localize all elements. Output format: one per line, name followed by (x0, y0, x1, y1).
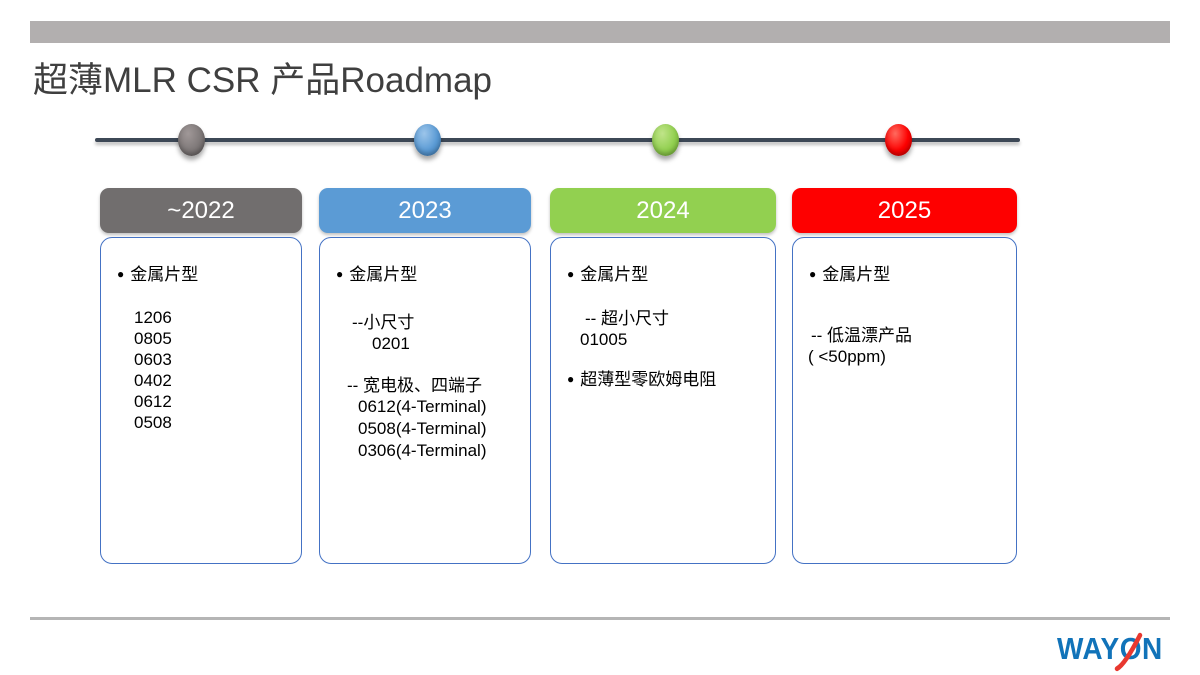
timeline-dot-2023 (414, 124, 441, 156)
timeline-dot-2025 (885, 124, 912, 156)
year-header-2023: 2023 (319, 188, 531, 233)
column-2022: ~2022 ● 金属片型 1206 0805 0603 0402 0612 05… (100, 188, 302, 564)
year-header-2022: ~2022 (100, 188, 302, 233)
content-box-2022: ● 金属片型 1206 0805 0603 0402 0612 0508 (100, 237, 302, 564)
footer-divider (30, 617, 1170, 620)
logo-text-n: N (1142, 632, 1163, 666)
subgroup-title: -- 宽电极、四端子 (347, 376, 483, 395)
year-header-2024: 2024 (550, 188, 776, 233)
bullet-label: 金属片型 (822, 265, 891, 284)
bullet-icon: ● (567, 267, 575, 281)
subgroup-title: -- 超小尺寸 (585, 309, 670, 328)
bullet-item: ● 金属片型 (567, 264, 767, 285)
page-title: 超薄MLR CSR 产品Roadmap (33, 61, 492, 100)
subgroup-small-size: --小尺寸 0201 (352, 312, 522, 354)
bullet-item: ● 超薄型零欧姆电阻 (567, 369, 767, 390)
column-2024: 2024 ● 金属片型 -- 超小尺寸 01005 ● 超薄型零欧姆电阻 (550, 188, 776, 564)
bullet-label: 金属片型 (580, 265, 649, 284)
content-box-2024: ● 金属片型 -- 超小尺寸 01005 ● 超薄型零欧姆电阻 (550, 237, 776, 564)
column-2025: 2025 ● 金属片型 -- 低温漂产品 ( <50ppm) (792, 188, 1017, 564)
logo-letter-o: O (1114, 632, 1142, 672)
timeline-dot-2024 (652, 124, 679, 156)
subgroup-title: --小尺寸 (352, 313, 415, 332)
top-accent-bar (30, 21, 1170, 43)
size-item: 0612 (134, 392, 172, 411)
size-list: 1206 0805 0603 0402 0612 0508 (134, 307, 293, 433)
size-item: 0402 (134, 371, 172, 390)
timeline-dot-2022 (178, 124, 205, 156)
bullet-icon: ● (336, 267, 344, 281)
content-box-2023: ● 金属片型 --小尺寸 0201 -- 宽电极、四端子 0612(4-Term… (319, 237, 531, 564)
subgroup-item: 01005 (580, 330, 628, 349)
subgroup-low-tcr: -- 低温漂产品 ( <50ppm) (808, 325, 1008, 367)
subgroup-item: 0306(4-Terminal) (358, 441, 487, 460)
bullet-icon: ● (567, 372, 575, 386)
size-item: 0508 (134, 413, 172, 432)
size-item: 1206 (134, 308, 172, 327)
subgroup-item: 0508(4-Terminal) (358, 419, 487, 438)
subgroup-wide-electrode: -- 宽电极、四端子 0612(4-Terminal) 0508(4-Termi… (347, 375, 522, 462)
logo-text-way: WAY (1057, 632, 1120, 666)
subgroup-title: -- 低温漂产品 (811, 326, 913, 345)
bullet-item: ● 金属片型 (117, 264, 293, 285)
bullet-label: 金属片型 (130, 265, 199, 284)
subgroup-item: ( <50ppm) (808, 347, 886, 366)
bullet-icon: ● (809, 267, 817, 281)
bullet-icon: ● (117, 267, 125, 281)
bullet-label: 超薄型零欧姆电阻 (580, 370, 717, 389)
size-item: 0603 (134, 350, 172, 369)
year-header-2025: 2025 (792, 188, 1017, 233)
column-2023: 2023 ● 金属片型 --小尺寸 0201 -- 宽电极、四端子 0612(4… (319, 188, 531, 564)
bullet-item: ● 金属片型 (809, 264, 1008, 285)
bullet-label: 金属片型 (349, 265, 418, 284)
wayon-logo: WAY O N (1057, 632, 1163, 672)
timeline-track (95, 138, 1020, 142)
subgroup-ultra-small: -- 超小尺寸 01005 (580, 308, 767, 350)
subgroup-item: 0201 (372, 334, 410, 353)
content-box-2025: ● 金属片型 -- 低温漂产品 ( <50ppm) (792, 237, 1017, 564)
size-item: 0805 (134, 329, 172, 348)
subgroup-item: 0612(4-Terminal) (358, 397, 487, 416)
bullet-item: ● 金属片型 (336, 264, 522, 285)
